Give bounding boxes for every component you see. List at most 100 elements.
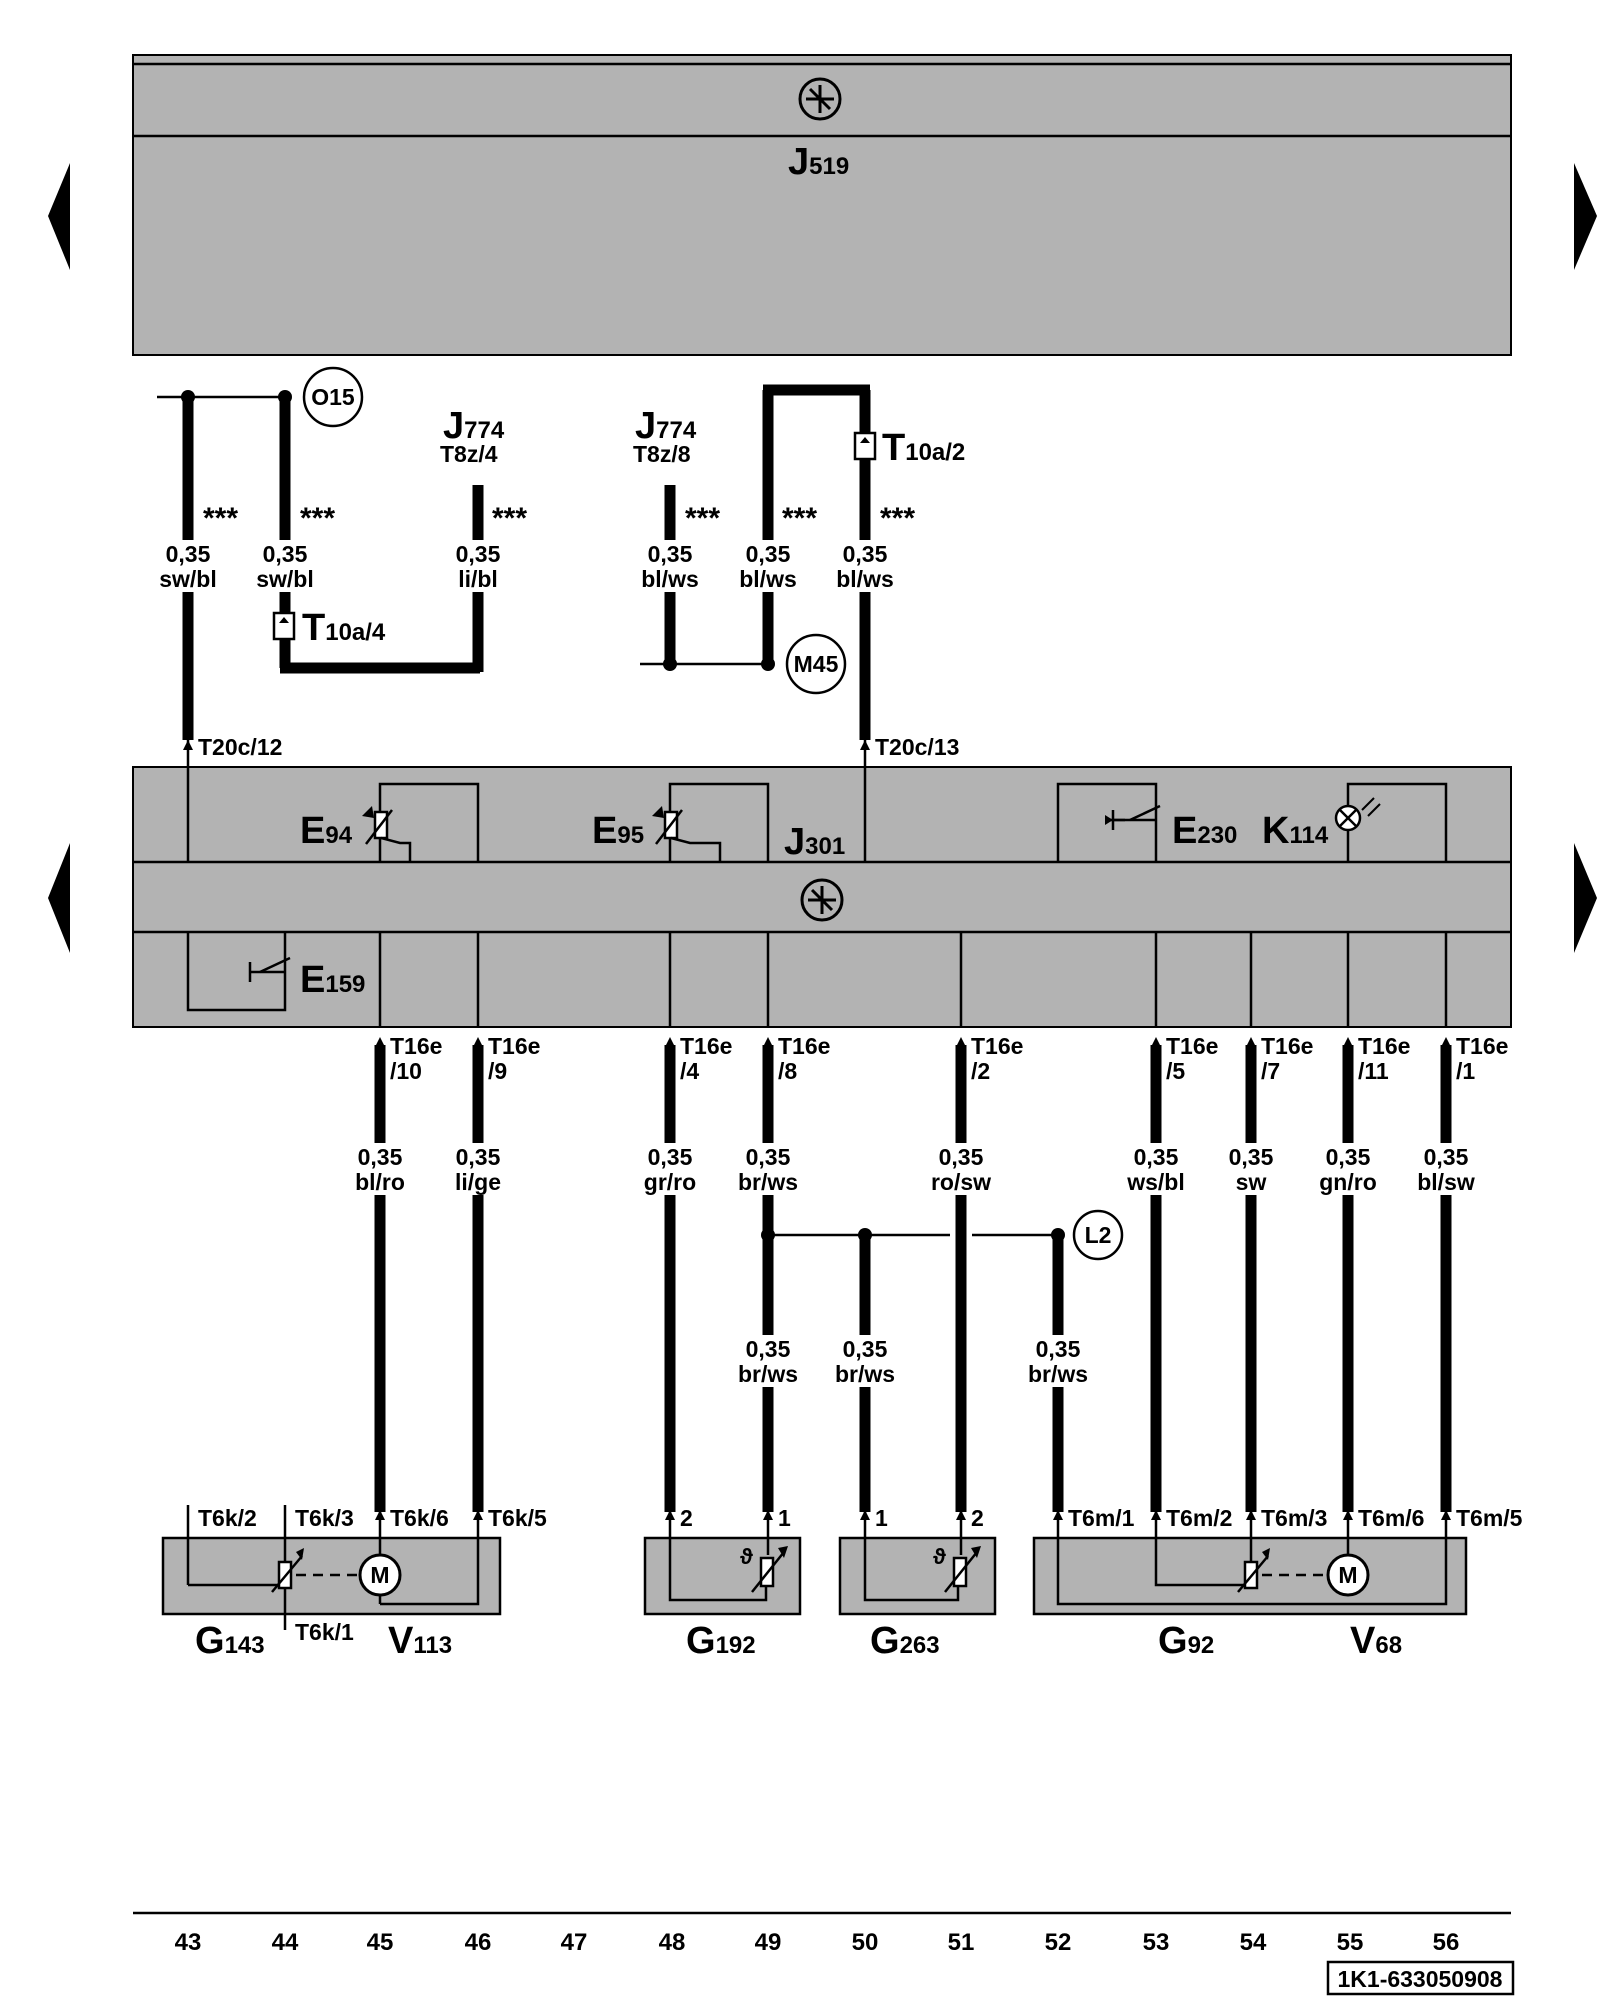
j519-label: J519 bbox=[788, 141, 849, 183]
j519-module-bar bbox=[132, 54, 1512, 356]
svg-text:0,35: 0,35 bbox=[456, 1144, 501, 1170]
splice-node bbox=[181, 390, 195, 404]
svg-text:M: M bbox=[1338, 1562, 1357, 1588]
device-lead bbox=[1056, 1512, 1448, 1606]
device-lead bbox=[1154, 1512, 1247, 1587]
j774-ref-2: J774 bbox=[635, 405, 697, 447]
svg-text:0,35: 0,35 bbox=[263, 541, 308, 567]
svg-text:bl/ro: bl/ro bbox=[355, 1169, 405, 1195]
temperature-sensor-icon: ϑ bbox=[740, 1544, 788, 1593]
ground-wire-labels: 0,35 br/ws 0,35 br/ws 0,35 br/ws bbox=[728, 1335, 1098, 1387]
svg-text:/9: /9 bbox=[488, 1058, 507, 1084]
svg-text:li/ge: li/ge bbox=[455, 1169, 501, 1195]
svg-text:br/ws: br/ws bbox=[1028, 1361, 1088, 1387]
ground-point-l2: L2 bbox=[1072, 1209, 1124, 1261]
next-page-arrow-icon[interactable] bbox=[1574, 163, 1597, 270]
svg-text:M45: M45 bbox=[794, 651, 839, 677]
svg-text:T6m/3: T6m/3 bbox=[1261, 1505, 1327, 1531]
stars-note: *** bbox=[782, 502, 817, 535]
svg-text:0,35: 0,35 bbox=[1036, 1336, 1081, 1362]
svg-text:/5: /5 bbox=[1166, 1058, 1185, 1084]
svg-text:T6m/6: T6m/6 bbox=[1358, 1505, 1424, 1531]
g263-label: G263 bbox=[870, 1620, 940, 1662]
svg-text:ws/bl: ws/bl bbox=[1126, 1169, 1185, 1195]
svg-text:0,35: 0,35 bbox=[1326, 1144, 1371, 1170]
column-numbers: 43 44 45 46 47 48 49 50 51 52 53 54 55 5… bbox=[175, 1929, 1460, 1956]
splice-node bbox=[761, 657, 775, 671]
k114-label: K114 bbox=[1262, 810, 1329, 852]
svg-text:T6k/1: T6k/1 bbox=[295, 1619, 354, 1645]
e95-adjuster-icon bbox=[652, 782, 770, 862]
svg-text:sw/bl: sw/bl bbox=[159, 566, 217, 592]
prev-page-arrow-icon-lower[interactable] bbox=[48, 843, 70, 953]
svg-text:0,35: 0,35 bbox=[1229, 1144, 1274, 1170]
svg-text:0,35: 0,35 bbox=[648, 1144, 693, 1170]
j301-label: J301 bbox=[784, 821, 845, 863]
g263-housing bbox=[838, 1536, 997, 1616]
g92-label: G92 bbox=[1158, 1620, 1214, 1662]
svg-text:1: 1 bbox=[875, 1505, 888, 1531]
v113-label: V113 bbox=[388, 1620, 452, 1662]
splice-node bbox=[858, 1228, 872, 1242]
svg-text:43: 43 bbox=[175, 1929, 202, 1956]
stars-note: *** bbox=[880, 502, 915, 535]
svg-text:/8: /8 bbox=[778, 1058, 797, 1084]
svg-text:O15: O15 bbox=[311, 384, 355, 410]
svg-text:55: 55 bbox=[1337, 1929, 1364, 1956]
svg-text:T16e: T16e bbox=[971, 1033, 1023, 1059]
connector-icon bbox=[853, 431, 877, 461]
splice-node bbox=[1051, 1228, 1065, 1242]
svg-text:/2: /2 bbox=[971, 1058, 990, 1084]
svg-text:T16e: T16e bbox=[488, 1033, 540, 1059]
svg-text:br/ws: br/ws bbox=[835, 1361, 895, 1387]
stars-note: *** bbox=[685, 502, 720, 535]
svg-text:/1: /1 bbox=[1456, 1058, 1475, 1084]
pin-arrow-icon bbox=[860, 740, 870, 750]
temperature-sensor-icon: ϑ bbox=[933, 1544, 981, 1593]
splice-node bbox=[761, 1228, 775, 1242]
svg-text:ϑ: ϑ bbox=[933, 1544, 946, 1569]
prev-page-arrow-icon[interactable] bbox=[48, 163, 70, 270]
svg-text:0,35: 0,35 bbox=[1134, 1144, 1179, 1170]
svg-text:53: 53 bbox=[1143, 1929, 1170, 1956]
svg-text:0,35: 0,35 bbox=[648, 541, 693, 567]
lower-wire-labels: 0,35 bl/ro 0,35 li/ge 0,35 gr/ro 0,35 br… bbox=[340, 1143, 1486, 1195]
j774-ref-2-pin: T8z/8 bbox=[633, 441, 691, 467]
g143-label: G143 bbox=[195, 1620, 265, 1662]
svg-text:T6k/6: T6k/6 bbox=[390, 1505, 449, 1531]
svg-text:br/ws: br/ws bbox=[738, 1169, 798, 1195]
upper-wire-labels: 0,35 sw/bl 0,35 sw/bl 0,35 li/bl 0,35 bl… bbox=[150, 540, 903, 592]
svg-text:T6k/2: T6k/2 bbox=[198, 1505, 257, 1531]
svg-text:T16e: T16e bbox=[1358, 1033, 1410, 1059]
svg-text:0,35: 0,35 bbox=[746, 1336, 791, 1362]
svg-text:bl/sw: bl/sw bbox=[1417, 1169, 1475, 1195]
e94-label: E94 bbox=[300, 810, 353, 852]
g192-label: G192 bbox=[686, 1620, 756, 1662]
pin-t20c12: T20c/12 bbox=[198, 734, 282, 760]
e94-adjuster-icon bbox=[362, 782, 480, 862]
svg-text:T6m/5: T6m/5 bbox=[1456, 1505, 1523, 1531]
lower-wires bbox=[374, 1045, 1452, 1512]
e95-label: E95 bbox=[592, 810, 644, 852]
svg-text:0,35: 0,35 bbox=[843, 1336, 888, 1362]
svg-text:46: 46 bbox=[465, 1929, 492, 1956]
svg-text:T6m/1: T6m/1 bbox=[1068, 1505, 1135, 1531]
svg-text:0,35: 0,35 bbox=[843, 541, 888, 567]
svg-text:/7: /7 bbox=[1261, 1058, 1280, 1084]
pin-arrow-icon bbox=[183, 740, 193, 750]
device-lead bbox=[863, 1512, 960, 1602]
svg-text:gr/ro: gr/ro bbox=[644, 1169, 696, 1195]
svg-text:bl/ws: bl/ws bbox=[739, 566, 797, 592]
next-page-arrow-icon-lower[interactable] bbox=[1574, 843, 1597, 953]
svg-text:T16e: T16e bbox=[1261, 1033, 1313, 1059]
e159-label: E159 bbox=[300, 959, 365, 1001]
svg-text:51: 51 bbox=[948, 1929, 975, 1956]
e230-switch-icon bbox=[1056, 782, 1161, 862]
splice-node bbox=[663, 657, 677, 671]
stars-note: *** bbox=[203, 502, 238, 535]
svg-text:54: 54 bbox=[1240, 1929, 1267, 1956]
j301-lower-leads bbox=[378, 932, 1448, 1027]
connector-t10a4: T10a/4 bbox=[302, 607, 386, 649]
svg-text:0,35: 0,35 bbox=[1424, 1144, 1469, 1170]
svg-text:2: 2 bbox=[971, 1505, 984, 1531]
